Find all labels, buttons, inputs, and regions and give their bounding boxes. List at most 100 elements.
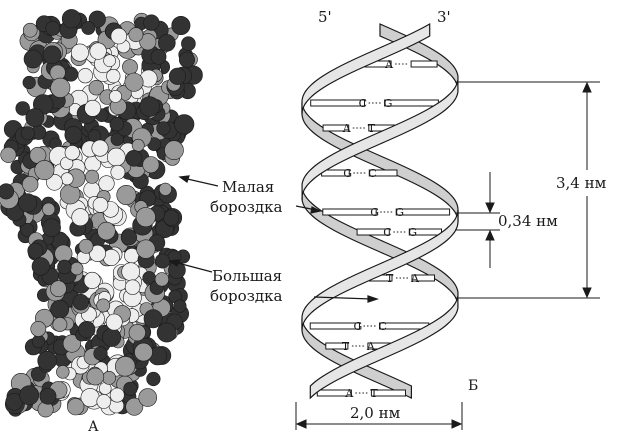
atom-sphere: [92, 197, 109, 213]
atom-sphere: [109, 90, 122, 103]
minor-groove-arrows: [178, 175, 322, 214]
atom-sphere: [77, 68, 93, 84]
atom-sphere: [78, 238, 94, 254]
base-letter-left: C: [383, 226, 391, 239]
atom-sphere: [124, 279, 141, 295]
atom-sphere: [42, 45, 62, 65]
atom-sphere: [102, 370, 116, 385]
atom-sphere: [96, 298, 111, 313]
space-filling-model: [0, 9, 203, 418]
atom-sphere: [98, 175, 115, 192]
base-letter-left: T: [342, 340, 350, 353]
atom-sphere: [39, 387, 57, 405]
atom-sphere: [45, 20, 61, 36]
base-block: [356, 228, 390, 236]
base-block: [316, 389, 352, 397]
atom-sphere: [57, 259, 72, 275]
base-letter-left: G: [354, 320, 363, 333]
atom-sphere: [46, 174, 63, 191]
base-letter-left: C: [359, 97, 367, 110]
rise-label: 0,34 нм: [498, 212, 558, 230]
base-letter-left: A: [342, 122, 352, 135]
atom-sphere: [72, 294, 90, 311]
atom-sphere: [138, 388, 157, 407]
panel-b-label: Б: [468, 378, 478, 394]
atom-sphere: [70, 262, 84, 276]
base-letter-left: G: [343, 167, 352, 180]
atom-sphere: [42, 218, 61, 237]
atom-sphere: [158, 182, 172, 196]
atom-sphere: [122, 59, 138, 75]
base-letter-right: A: [366, 340, 376, 353]
pitch-label: 3,4 нм: [556, 174, 607, 192]
atom-sphere: [91, 139, 109, 157]
atom-sphere: [110, 27, 128, 45]
base-block: [310, 99, 366, 107]
base-block: [325, 342, 349, 350]
atom-sphere: [139, 96, 160, 117]
atom-sphere: [85, 169, 100, 184]
base-letter-left: A: [384, 58, 394, 71]
atom-sphere: [20, 222, 34, 237]
atom-sphere: [110, 164, 126, 180]
atom-sphere: [0, 183, 15, 200]
atom-sphere: [136, 239, 156, 259]
atom-sphere: [30, 320, 47, 337]
major-groove-label-line2: бороздка: [210, 287, 282, 305]
atom-sphere: [70, 43, 89, 62]
atom-sphere: [97, 221, 116, 241]
atom-sphere: [114, 356, 136, 377]
atom-sphere: [78, 321, 96, 339]
atom-sphere: [128, 27, 144, 43]
diameter-label: 2,0 нм: [350, 404, 401, 422]
atom-sphere: [60, 172, 74, 186]
atom-sphere: [27, 242, 44, 259]
atom-sphere: [62, 334, 82, 353]
base-block: [322, 208, 377, 216]
atom-sphere: [125, 397, 144, 416]
atom-sphere: [86, 367, 105, 386]
minor-groove-label-line1: Малая: [222, 178, 274, 196]
base-letter-right: G: [384, 97, 393, 110]
atom-sphere: [171, 15, 191, 35]
atom-sphere: [50, 299, 70, 319]
atom-sphere: [168, 67, 187, 85]
strand-ribbon-segment: [309, 295, 459, 400]
atom-sphere: [120, 229, 137, 246]
major-groove-arrows: [168, 259, 379, 303]
atom-sphere: [146, 371, 161, 387]
atom-sphere: [61, 9, 82, 29]
atom-sphere: [64, 145, 80, 161]
atom-sphere: [52, 317, 68, 332]
atom-sphere: [174, 114, 195, 135]
strand-ribbon-segment: [301, 79, 459, 201]
atom-sphere: [22, 75, 36, 90]
atom-sphere: [109, 116, 125, 132]
atom-sphere: [25, 108, 45, 128]
diameter-dimension: [295, 402, 463, 430]
atom-sphere: [81, 21, 96, 35]
front-strand: [301, 22, 459, 400]
atom-sphere: [0, 146, 17, 163]
panel-a-label: А: [88, 419, 99, 435]
atom-sphere: [143, 14, 160, 31]
base-letter-right: G: [395, 206, 404, 219]
base-block: [384, 99, 439, 107]
atom-sphere: [125, 150, 143, 167]
atom-sphere: [18, 193, 38, 213]
atom-sphere: [102, 327, 122, 347]
major-groove-label-line1: Большая: [212, 267, 282, 285]
atom-sphere: [93, 346, 108, 361]
base-block: [411, 274, 435, 282]
atom-sphere: [121, 262, 140, 282]
atom-sphere: [135, 207, 156, 228]
atom-sphere: [156, 322, 177, 343]
base-block: [395, 208, 451, 216]
base-letter-left: A: [344, 387, 354, 400]
atom-sphere: [163, 209, 180, 226]
